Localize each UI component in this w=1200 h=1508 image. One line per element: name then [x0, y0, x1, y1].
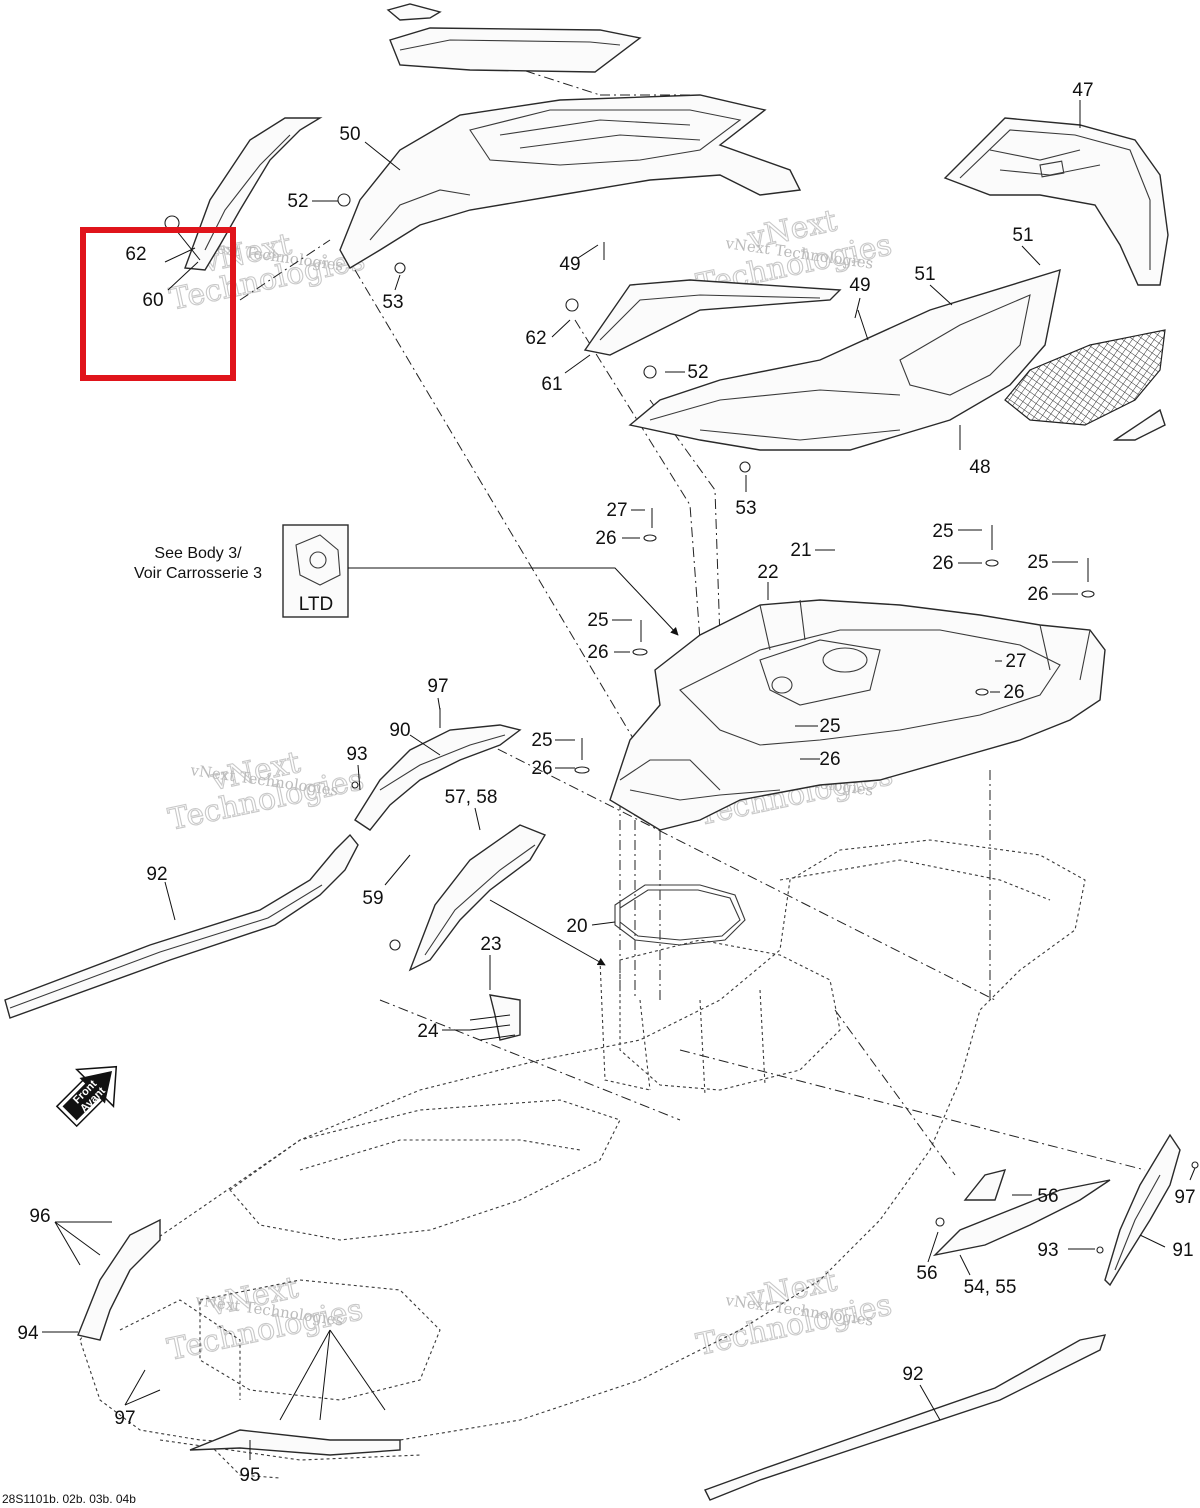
callout-labels: 47 50 52 62 60 53 49 51 51 49 62 61 52 4…: [17, 80, 1195, 1486]
callout-20: 20: [566, 916, 587, 937]
callout-53: 53: [735, 498, 756, 519]
part-57-side-vent: [408, 824, 547, 972]
callout-24: 24: [417, 1021, 439, 1042]
reference-label-fr: Voir Carrosserie 3: [134, 565, 262, 582]
callout-26: 26: [595, 528, 616, 549]
part-20-gasket: [614, 884, 746, 946]
callout-51: 51: [914, 264, 935, 285]
assembly-lines: [239, 39, 1146, 1176]
front-direction-arrow: Front Avant: [55, 1065, 118, 1128]
callout-97: 97: [427, 676, 448, 697]
reference-body-3[interactable]: LTD See Body 3/ Voir Carrosserie 3: [134, 524, 679, 636]
callout-59: 59: [362, 888, 383, 909]
callout-48: 48: [969, 457, 990, 478]
callout-21: 21: [790, 540, 811, 561]
part-22-seat-frame: [609, 599, 1106, 831]
callout-27: 27: [606, 500, 627, 521]
callout-26: 26: [932, 553, 953, 574]
callout-47: 47: [1072, 80, 1093, 101]
callout-62: 62: [125, 244, 146, 265]
part-61-front-panel: [583, 279, 842, 356]
part-23-bracket: [469, 994, 521, 1041]
fastener-group: [337, 193, 1199, 1254]
callout-26: 26: [1003, 682, 1024, 703]
callout-27: 27: [1005, 651, 1026, 672]
part-50-upper-deck: [339, 3, 802, 269]
callout-26: 26: [1027, 584, 1048, 605]
callout-52: 52: [687, 362, 708, 383]
callout-54-55: 54, 55: [964, 1277, 1017, 1298]
callout-22: 22: [757, 562, 778, 583]
callout-25: 25: [819, 716, 840, 737]
reference-label-en: See Body 3/: [154, 545, 242, 562]
callout-25: 25: [531, 730, 552, 751]
callout-62: 62: [525, 328, 546, 349]
part-94-bow-bumper: [77, 1218, 161, 1341]
callout-96: 96: [29, 1206, 50, 1227]
part-92-rub-strip-left: [4, 833, 359, 1019]
callout-95: 95: [239, 1465, 260, 1486]
callout-92: 92: [902, 1364, 923, 1385]
part-54-side-pad: [932, 1169, 1111, 1257]
callout-97: 97: [114, 1408, 135, 1429]
callout-25: 25: [587, 610, 608, 631]
highlight-box: [80, 227, 236, 381]
callout-26: 26: [819, 749, 840, 770]
callout-92: 92: [146, 864, 167, 885]
callout-50: 50: [339, 124, 360, 145]
callout-90: 90: [389, 720, 410, 741]
part-95-bow-trim: [189, 1429, 401, 1456]
leader-lines: [42, 100, 1196, 1460]
callout-53: 53: [382, 292, 403, 313]
callout-60: 60: [142, 290, 163, 311]
callout-56: 56: [1037, 1186, 1058, 1207]
callout-61: 61: [541, 374, 562, 395]
callout-49: 49: [559, 254, 580, 275]
callout-93: 93: [346, 744, 367, 765]
callout-52: 52: [287, 191, 308, 212]
callout-23: 23: [480, 934, 501, 955]
callout-51: 51: [1012, 225, 1033, 246]
callout-26: 26: [587, 642, 608, 663]
part-91-side-trim: [1104, 1133, 1181, 1287]
part-90-handle-trim: [354, 724, 522, 831]
callout-91: 91: [1172, 1240, 1193, 1261]
callout-25: 25: [1027, 552, 1048, 573]
drawing-code: 28S1101b. 02b. 03b. 04b: [2, 1492, 136, 1506]
ltd-badge: LTD: [299, 594, 333, 615]
callout-94: 94: [17, 1323, 39, 1344]
part-47-storage-cover: [943, 117, 1169, 286]
hull-outline: [79, 839, 1086, 1479]
callout-25: 25: [932, 521, 953, 542]
callout-49: 49: [849, 275, 870, 296]
callout-97: 97: [1174, 1187, 1195, 1208]
callout-26: 26: [531, 758, 552, 779]
callout-93: 93: [1037, 1240, 1058, 1261]
part-92-rub-strip-right: [704, 1334, 1107, 1501]
callout-57-58: 57, 58: [445, 787, 498, 808]
part-48-front-cover: [628, 268, 1166, 451]
callout-56: 56: [916, 1263, 937, 1284]
